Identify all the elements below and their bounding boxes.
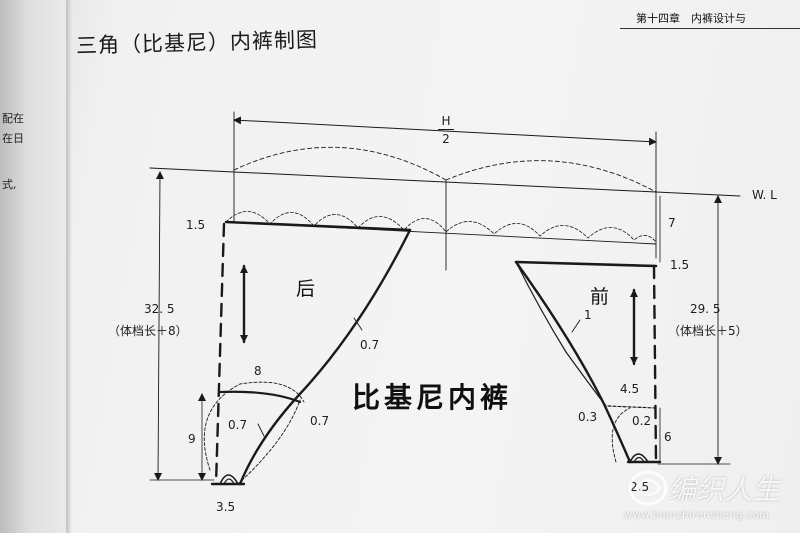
front-waist-drop-label: 7 — [668, 216, 676, 230]
back-bottom-arc — [223, 478, 235, 485]
waistline — [149, 167, 741, 197]
watermark-logo-icon — [628, 470, 668, 506]
front-top-offset-label: 1.5 — [670, 258, 690, 272]
front-crotch-circle — [611, 407, 631, 463]
back-height-dimension — [154, 171, 164, 481]
back-crotch-circle — [237, 399, 301, 485]
back-crotch-height-label: 9 — [188, 432, 196, 446]
spine-fold-shadow — [66, 0, 72, 533]
overlay-caption: 比基尼内裤 — [352, 381, 513, 414]
back-offset-tick — [353, 317, 363, 331]
header-rule — [620, 28, 800, 29]
h-numerator-label: H — [441, 114, 451, 128]
front-piece-label: 前 — [590, 286, 610, 308]
front-height-formula: （体档长＋5） — [668, 324, 748, 338]
spine-text-fragment: 式, — [2, 178, 17, 191]
back-offset-tick — [257, 423, 265, 437]
back-top-edge — [224, 220, 412, 232]
front-height-label: 29. 5 — [690, 302, 721, 316]
front-crotch-width-label: 4.5 — [620, 382, 640, 396]
back-bottom-arc — [219, 474, 239, 485]
back-inner-offset-label: 0.7 — [228, 418, 248, 432]
h-denominator-label: 2 — [442, 132, 450, 146]
front-offset-tick — [571, 319, 581, 333]
dashed-arc — [445, 160, 657, 193]
back-crotch-width-label: 8 — [254, 364, 262, 378]
running-header: 第十四章 内裤设计与 — [636, 12, 746, 25]
watermark-brand: 编织人生 — [668, 473, 781, 506]
back-center-dashed — [214, 222, 226, 486]
front-bottom-width-label: 2.5 — [630, 480, 650, 494]
front-side-offset-label: 1 — [584, 308, 592, 322]
back-inner-curve — [218, 390, 302, 404]
dashed-arc — [233, 146, 447, 181]
back-height-label: 32. 5 — [144, 302, 175, 316]
site-watermark: 编织人生 www.bianzhirensheng.com — [620, 466, 798, 530]
back-top-offset-label: 1.5 — [186, 218, 206, 232]
spine-text-fragment: 配在 — [2, 112, 24, 125]
front-side-curve-alt — [515, 261, 607, 407]
front-center-dashed — [652, 264, 658, 464]
back-side-offset-label: 0.7 — [360, 338, 380, 352]
waistline-label: W. L — [752, 188, 777, 202]
front-bottom-arc — [633, 456, 645, 463]
front-top-edge — [514, 260, 658, 268]
back-side-curve — [238, 228, 412, 486]
front-bottom-arc — [629, 453, 649, 463]
back-height-formula: （体档长＋8） — [108, 324, 188, 338]
front-side-curve — [514, 260, 632, 464]
front-inner-offset-left-label: 0.3 — [578, 410, 598, 424]
watermark-url: www.bianzhirensheng.com — [624, 510, 770, 521]
back-bottom-width-label: 3.5 — [216, 500, 236, 514]
front-crotch-height-label: 6 — [664, 430, 672, 444]
scallop-arcs — [225, 211, 657, 243]
back-piece-label: 后 — [296, 278, 316, 300]
spine-text-fragment: 在日 — [2, 132, 24, 145]
front-inner-offset-right-label: 0.2 — [632, 414, 652, 428]
top-dimension-line — [233, 116, 657, 146]
book-spine: 配在 在日 式, — [0, 0, 70, 533]
front-crotch-line — [607, 405, 657, 409]
back-crotch-offset-label: 0.7 — [310, 414, 330, 428]
fraction-bar — [438, 129, 454, 130]
